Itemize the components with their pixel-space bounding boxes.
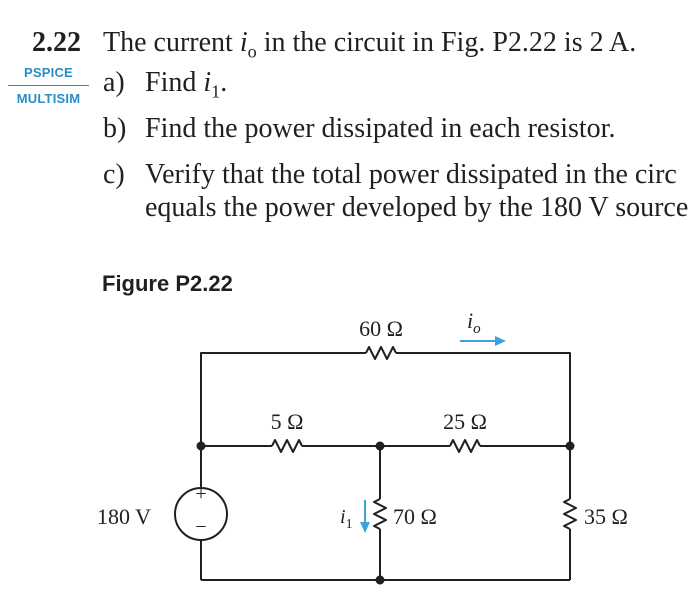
- resistor-70-ohm: [373, 498, 387, 530]
- label-5-ohm: 5 Ω: [271, 409, 304, 434]
- resistor-35-ohm: [563, 498, 577, 530]
- resistor-5-ohm: [271, 439, 303, 453]
- stem-text-before: The current: [103, 27, 240, 58]
- node-left: [196, 441, 206, 451]
- problem-number: 2.22: [32, 27, 81, 58]
- resistor-60-ohm: [365, 346, 397, 360]
- part-c-label: c): [103, 159, 125, 190]
- resistor-25-ohm: [449, 439, 481, 453]
- label-25-ohm: 25 Ω: [443, 409, 487, 434]
- node-right: [565, 441, 575, 451]
- current-io-label: io: [467, 308, 481, 337]
- part-c-line1: Verify that the total power dissipated i…: [145, 159, 677, 190]
- part-a-text-before: Find: [145, 67, 204, 98]
- current-i1-var: i: [340, 506, 346, 528]
- source-plus-sign: +: [195, 483, 206, 505]
- label-35-ohm: 35 Ω: [584, 504, 628, 529]
- part-b: b) Find the power dissipated in each resi…: [103, 113, 615, 145]
- part-c-line2: equals the power developed by the 180 V …: [145, 192, 689, 223]
- current-io-sub: o: [473, 321, 481, 337]
- part-a-var: i: [203, 67, 212, 98]
- part-a-sub: 1: [211, 81, 221, 102]
- problem-statement: The current io in the circuit in Fig. P2…: [103, 27, 636, 62]
- stem-current-sub: o: [247, 41, 257, 62]
- stem-text-after: in the circuit in Fig. P2.22 is 2 A.: [256, 27, 637, 58]
- part-b-label: b): [103, 113, 127, 144]
- part-b-text: Find the power dissipated in each resist…: [145, 113, 616, 144]
- part-c: c) Verify that the total power dissipated…: [103, 159, 677, 191]
- pspice-tag: PSPICE: [24, 65, 73, 80]
- multisim-tag: MULTISIM: [16, 91, 81, 106]
- part-a: a) Find i1.: [103, 67, 227, 102]
- wire-top-right: [396, 352, 571, 446]
- figure-title: Figure P2.22: [102, 271, 233, 296]
- label-60-ohm: 60 Ω: [359, 316, 403, 341]
- source-minus-sign: −: [195, 516, 206, 538]
- current-io-arrow: [460, 336, 506, 346]
- label-180v: 180 V: [97, 504, 151, 529]
- current-io-var: i: [467, 308, 473, 333]
- stem-current-var: i: [239, 27, 248, 58]
- part-a-text-after: .: [220, 67, 228, 98]
- label-70-ohm: 70 Ω: [393, 504, 437, 529]
- wire-top-left: [200, 352, 366, 446]
- current-i1-label: i1: [340, 506, 353, 532]
- node-bottom-center: [375, 575, 385, 585]
- current-i1-sub: 1: [346, 517, 353, 532]
- tag-divider: [8, 85, 89, 86]
- current-i1-arrow: [360, 500, 370, 533]
- part-a-label: a): [103, 67, 125, 98]
- node-center: [375, 441, 385, 451]
